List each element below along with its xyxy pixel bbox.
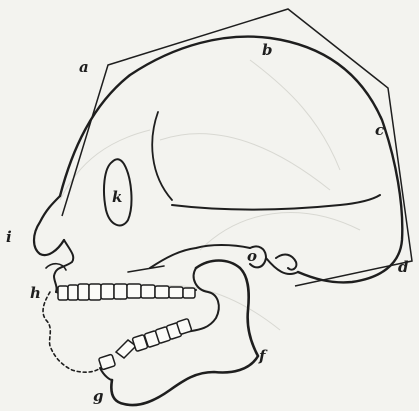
label-i: i xyxy=(6,230,12,245)
mandible-notch xyxy=(186,268,219,332)
cranial-polygon xyxy=(62,9,412,286)
label-k: k xyxy=(112,190,122,205)
label-c: c xyxy=(375,123,384,138)
label-o: o xyxy=(247,249,257,264)
lower-teeth xyxy=(98,318,191,369)
label-b: b xyxy=(262,43,273,58)
temporal-line xyxy=(172,195,380,210)
cheek-line xyxy=(128,266,164,272)
brow-ridge xyxy=(34,196,64,255)
label-h: h xyxy=(30,286,41,301)
upper-teeth xyxy=(58,284,195,300)
label-g: g xyxy=(93,389,104,404)
chin-line xyxy=(100,368,112,380)
label-d: d xyxy=(398,260,409,275)
label-a: a xyxy=(79,60,89,75)
soft-profile-dashed xyxy=(43,292,100,372)
occipital-base xyxy=(266,255,298,275)
label-f: f xyxy=(259,349,265,364)
nasal-opening xyxy=(46,264,66,270)
frontal-curve xyxy=(152,112,172,200)
